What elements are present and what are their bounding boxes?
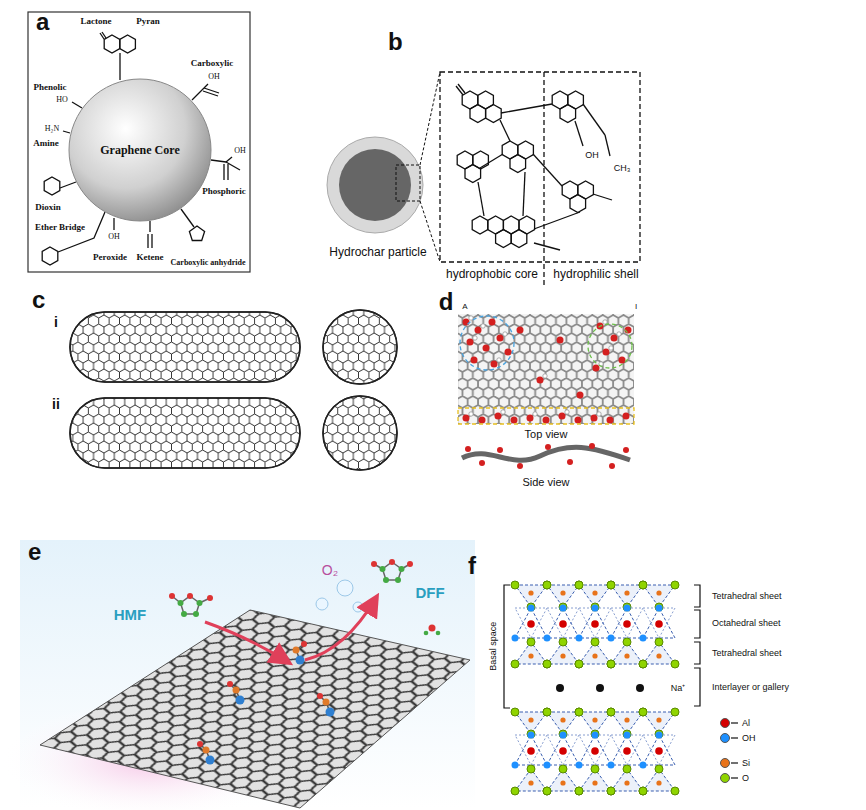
part-label: O₂ bbox=[322, 562, 338, 578]
legend-swatch bbox=[720, 733, 730, 743]
panel-letter: f bbox=[468, 552, 476, 580]
core-sphere: Graphene Core bbox=[68, 78, 212, 222]
part-label: Tetrahedral sheet bbox=[712, 591, 782, 601]
legend-swatch bbox=[720, 758, 730, 768]
legend-text: OH bbox=[742, 733, 756, 743]
part-label: Na⁺ bbox=[671, 683, 686, 693]
panel-letter: c bbox=[32, 286, 45, 314]
part-label: H₂N bbox=[45, 124, 59, 133]
part-label: HMF bbox=[114, 606, 147, 623]
part-label: Lactone bbox=[81, 16, 112, 26]
part-label: d bbox=[439, 288, 454, 316]
legend-text: Al bbox=[742, 718, 750, 728]
part-label: hydrophilic shell bbox=[553, 268, 638, 282]
part-label: Octahedral sheet bbox=[712, 618, 781, 628]
part-label: OH bbox=[208, 72, 220, 81]
part-label: Interlayer or gallery bbox=[712, 682, 789, 692]
part-label: Carboxylic bbox=[191, 58, 234, 68]
panel-letter: a bbox=[36, 8, 49, 36]
part-label: Amine bbox=[33, 138, 59, 148]
part-label: Basal space bbox=[489, 621, 499, 670]
part-label: DFF bbox=[415, 584, 444, 601]
part-label: Pyran bbox=[136, 16, 160, 26]
node-text: Graphene Core bbox=[100, 143, 179, 158]
part-label: CH₃ bbox=[614, 163, 631, 173]
part-label: i bbox=[54, 314, 58, 330]
panel-letter: b bbox=[388, 28, 403, 56]
part-label: ii bbox=[52, 396, 60, 412]
part-label: HO bbox=[56, 95, 68, 104]
legend-text: Si bbox=[742, 758, 750, 768]
part-label: Top view bbox=[525, 428, 568, 441]
panel-letter: e bbox=[28, 538, 41, 566]
part-label: Phosphoric bbox=[202, 186, 246, 196]
part-label: Ketene bbox=[137, 252, 164, 262]
part-label: I bbox=[635, 302, 637, 311]
part-label: Dioxin bbox=[35, 202, 61, 212]
part-label: A bbox=[462, 302, 467, 311]
part-label: Hydrochar particle bbox=[329, 246, 426, 260]
legend-text: O bbox=[742, 773, 749, 783]
part-label: Peroxide bbox=[93, 252, 127, 262]
part-label: OH bbox=[108, 232, 120, 241]
part-label: Ether Bridge bbox=[35, 222, 85, 232]
part-label: Side view bbox=[522, 476, 569, 489]
part-label: hydrophobic core bbox=[446, 268, 538, 282]
legend-swatch bbox=[720, 718, 730, 728]
part-label: Carboxylic anhydride bbox=[171, 258, 246, 267]
part-label: OH bbox=[585, 150, 599, 160]
part-label: OH bbox=[234, 146, 246, 155]
legend-swatch bbox=[720, 773, 730, 783]
part-label: Phenolic bbox=[34, 82, 67, 92]
part-label: Tetrahedral sheet bbox=[712, 648, 782, 658]
